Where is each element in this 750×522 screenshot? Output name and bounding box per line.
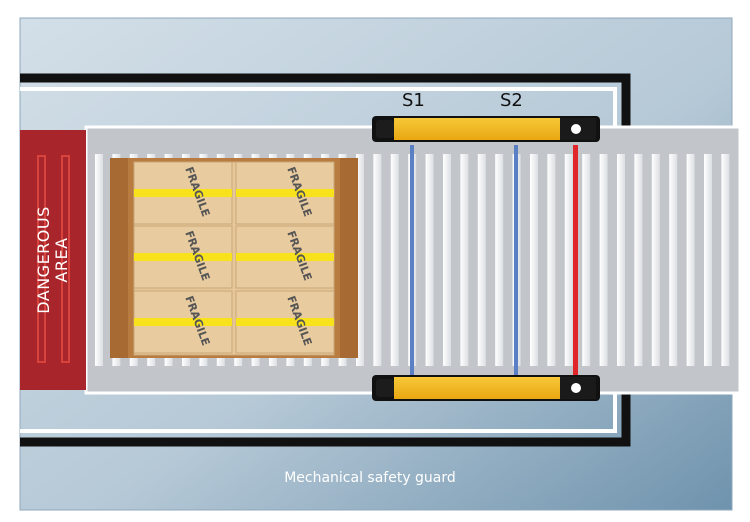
roller	[547, 154, 556, 366]
roller	[704, 154, 712, 366]
roller	[669, 154, 678, 366]
danger-stripe-right	[61, 155, 70, 363]
roller	[686, 154, 695, 366]
roller	[599, 154, 608, 366]
beam-s2	[514, 145, 518, 375]
roller	[617, 154, 625, 366]
box-tape	[134, 318, 232, 326]
sensor-label-s1: S1	[402, 90, 425, 111]
roller	[582, 154, 591, 366]
light-curtain-top	[372, 116, 600, 142]
roller	[564, 154, 573, 366]
beam-s1	[410, 145, 414, 375]
roller	[443, 154, 451, 366]
danger-zone-label: DANGEROUS AREA	[20, 130, 86, 390]
danger-zone-label-line2: AREA	[52, 237, 72, 283]
roller	[373, 154, 382, 366]
danger-zone-label-line1: DANGEROUS	[34, 206, 54, 314]
roller	[651, 154, 660, 366]
danger-stripe-left	[37, 155, 46, 363]
roller	[495, 154, 504, 366]
roller	[390, 154, 399, 366]
roller	[460, 154, 469, 366]
roller	[634, 154, 643, 366]
box-tape	[134, 189, 232, 197]
box-tape	[236, 189, 334, 197]
guard-line-bottom-inner	[20, 394, 617, 433]
roller	[95, 154, 103, 366]
guard-label: Mechanical safety guard	[284, 470, 456, 486]
guard-line-bottom	[20, 394, 631, 447]
roller	[356, 154, 364, 366]
roller	[477, 154, 486, 366]
roller	[721, 154, 730, 366]
light-curtain-bottom	[372, 375, 600, 401]
guard-line-top-inner	[20, 87, 617, 128]
box-tape	[134, 253, 232, 261]
danger-zone	[20, 130, 86, 390]
beam-red	[573, 145, 578, 375]
sensor-label-s2: S2	[500, 90, 523, 111]
roller	[425, 154, 434, 366]
roller	[530, 154, 538, 366]
box-tape	[236, 253, 334, 261]
box-tape	[236, 318, 334, 326]
guard-line-top	[20, 73, 631, 128]
